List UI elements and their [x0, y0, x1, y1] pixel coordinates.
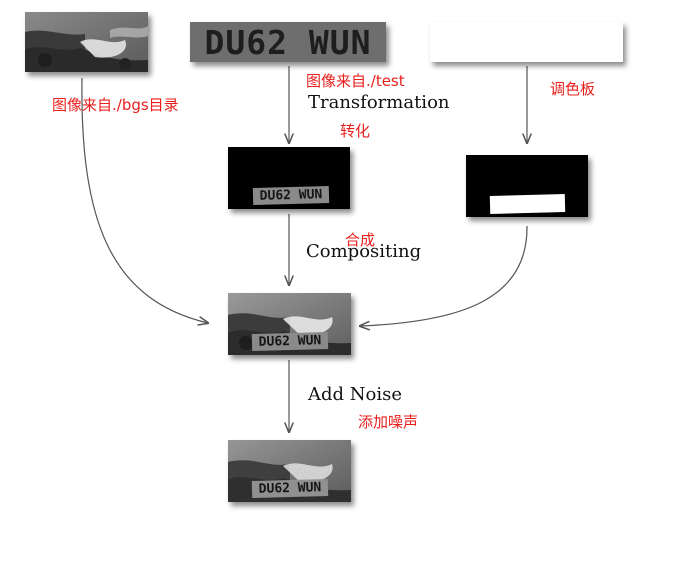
composited-plate: DU62 WUN — [251, 332, 329, 351]
noisy-image: DU62 WUN — [228, 440, 351, 502]
label-compositing: Compositing — [306, 241, 422, 262]
label-palette: 调色板 — [550, 80, 596, 98]
background-image — [25, 12, 148, 72]
composited-image: DU62 WUN — [228, 293, 351, 355]
arrow-bg-to-composite — [81, 77, 208, 323]
label-transformation: Transformation — [308, 92, 450, 113]
label-transformation-zh: 转化 — [340, 122, 371, 140]
label-compositing-zh: 合成 — [345, 231, 376, 249]
label-bg-source: 图像来自./bgs目录 — [52, 96, 179, 114]
composited-plate-text: DU62 WUN — [258, 333, 322, 350]
noisy-plate: DU62 WUN — [251, 479, 329, 498]
transformed-plate: DU62 WUN — [252, 186, 330, 205]
label-add-noise-zh: 添加噪声 — [358, 413, 419, 431]
transformed-plate-text: DU62 WUN — [259, 187, 323, 204]
label-add-noise: Add Noise — [308, 384, 402, 405]
plate-text: DU62 WUN — [204, 22, 372, 62]
arrow-mask-to-composite — [360, 225, 528, 326]
mask-rectangle — [489, 194, 566, 214]
plate-image: DU62 WUN — [190, 22, 386, 62]
noisy-plate-text: DU62 WUN — [258, 480, 322, 497]
label-test-source: 图像来自./test — [306, 72, 405, 90]
mask-image — [466, 155, 588, 217]
palette-image — [430, 22, 623, 62]
transformed-plate-image: DU62 WUN — [228, 147, 350, 209]
